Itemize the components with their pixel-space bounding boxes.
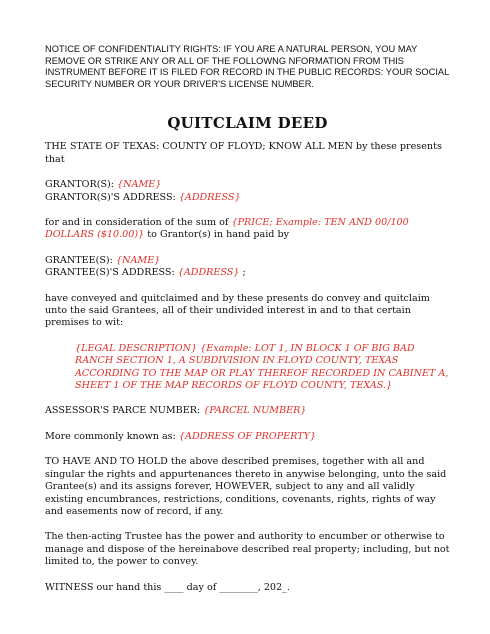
- grantee-line: GRANTEE(S): {NAME}: [45, 255, 450, 267]
- grantee-name-placeholder: {NAME}: [115, 254, 161, 266]
- witness-line: WITNESS our hand this ____ day of ______…: [45, 581, 290, 593]
- consideration-suffix: to Grantor(s) in hand paid by: [147, 229, 290, 241]
- grantee-address-suffix: ;: [242, 267, 246, 279]
- grantee-address-placeholder: {ADDRESS}: [177, 267, 240, 279]
- convey-paragraph: have conveyed and quitclaimed and by the…: [45, 292, 430, 329]
- grantor-name-placeholder: {NAME}: [117, 179, 162, 191]
- price-placeholder: {PRICE; Example: TEN AND 00/100 DOLLARS …: [45, 217, 409, 241]
- legal-description-placeholder: {LEGAL DESCRIPTION} {Example: LOT 1, IN …: [75, 342, 449, 392]
- property-address-placeholder: {ADDRESS OF PROPERTY}: [178, 430, 317, 442]
- grantor-address-line: GRANTOR(S)'S ADDRESS: {ADDRESS}: [45, 192, 450, 204]
- consideration-paragraph: for and in consideration of the sum of {…: [45, 217, 450, 242]
- grantor-address-label: GRANTOR(S)'S ADDRESS:: [45, 191, 176, 203]
- trustee-paragraph: The then-acting Trustee has the power an…: [45, 531, 450, 568]
- state-county-line: THE STATE OF TEXAS: COUNTY OF FLOYD; KNO…: [45, 141, 442, 165]
- grantee-label: GRANTEE(S):: [45, 254, 113, 266]
- confidentiality-notice: NOTICE OF CONFIDENTIALITY RIGHTS: IF YOU…: [45, 44, 449, 89]
- parcel-number-placeholder: {PARCEL NUMBER}: [203, 405, 307, 417]
- grantor-label: GRANTOR(S):: [45, 179, 114, 191]
- grantee-address-label: GRANTEE(S)'S ADDRESS:: [45, 267, 175, 279]
- parcel-number-line: ASSESSOR'S PARCE NUMBER: {PARCEL NUMBER}: [45, 405, 450, 417]
- document-title: QUITCLAIM DEED: [167, 114, 328, 133]
- known-as-line: More commonly known as: {ADDRESS OF PROP…: [45, 431, 450, 443]
- habendum-paragraph: TO HAVE AND TO HOLD the above described …: [45, 456, 447, 517]
- grantor-address-placeholder: {ADDRESS}: [178, 191, 241, 203]
- grantee-address-line: GRANTEE(S)'S ADDRESS: {ADDRESS} ;: [45, 267, 450, 279]
- consideration-prefix: for and in consideration of the sum of: [45, 217, 229, 228]
- known-as-label: More commonly known as:: [45, 430, 176, 442]
- grantor-line: GRANTOR(S): {NAME}: [45, 179, 450, 191]
- parcel-number-label: ASSESSOR'S PARCE NUMBER:: [45, 405, 201, 417]
